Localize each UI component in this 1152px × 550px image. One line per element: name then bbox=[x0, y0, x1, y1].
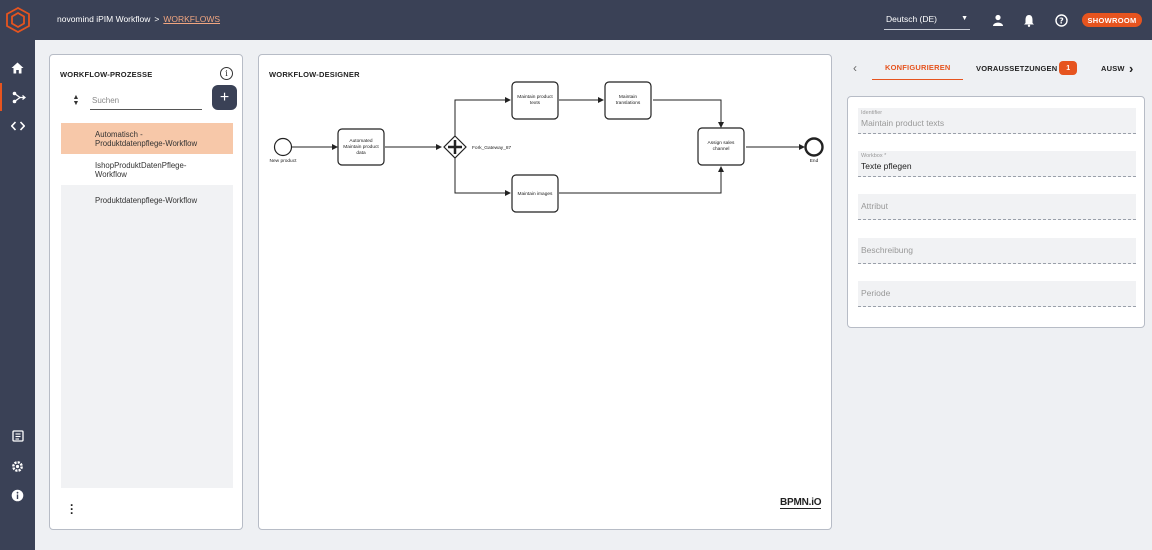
settings-icon[interactable] bbox=[0, 452, 35, 480]
breadcrumb-separator: > bbox=[154, 14, 160, 24]
bell-icon[interactable] bbox=[1021, 12, 1037, 28]
sort-icon[interactable]: ▲▼ bbox=[72, 94, 80, 107]
config-tabs: ‹ KONFIGURIEREN VORAUSSETZUNGEN 1 AUSW › bbox=[848, 56, 1144, 80]
tabs-prev-icon[interactable]: ‹ bbox=[853, 61, 858, 75]
language-select[interactable]: Deutsch (DE) ▼ bbox=[884, 8, 970, 30]
field-placeholder: Beschreibung bbox=[861, 245, 913, 255]
task-label: Maintain product bbox=[343, 144, 379, 150]
showroom-badge[interactable]: SHOWROOM bbox=[1082, 13, 1142, 27]
help-icon[interactable]: ? bbox=[1053, 12, 1069, 28]
app-name: novomind iPIM Workflow bbox=[57, 14, 151, 24]
tab-label: VORAUSSETZUNGEN bbox=[976, 63, 1058, 73]
task-label: data bbox=[356, 150, 366, 156]
more-options-icon[interactable]: ··· bbox=[70, 498, 74, 520]
search-input[interactable]: Suchen bbox=[90, 92, 202, 110]
sequence-flow[interactable] bbox=[653, 99, 724, 128]
field-placeholder: Attribut bbox=[861, 201, 888, 211]
top-bar: novomind iPIM Workflow > WORKFLOWS Deuts… bbox=[0, 0, 1152, 40]
tab-voraussetzungen[interactable]: VORAUSSETZUNGEN 1 bbox=[976, 56, 1078, 80]
tab-label: AUSW bbox=[1101, 63, 1125, 73]
sequence-flow[interactable] bbox=[454, 97, 511, 136]
workflows-link[interactable]: WORKFLOWS bbox=[163, 14, 221, 24]
bpmn-canvas[interactable]: New product Automated Maintain product d… bbox=[259, 55, 833, 531]
list-item-label: IshopProduktDatenPflege- Workflow bbox=[95, 160, 187, 179]
end-event[interactable] bbox=[804, 137, 824, 157]
task-maintain-images[interactable] bbox=[511, 174, 559, 213]
workflow-list: Automatisch - Produktdatenpflege-Workflo… bbox=[61, 123, 233, 488]
list-item-label: Automatisch - Produktdatenpflege-Workflo… bbox=[95, 129, 198, 148]
field-placeholder: Periode bbox=[861, 288, 891, 298]
panel-title: WORKFLOW-DESIGNER bbox=[269, 70, 360, 79]
list-item[interactable]: IshopProduktDatenPflege- Workflow bbox=[61, 154, 233, 185]
bpmn-io-logo[interactable]: BPMN.iO bbox=[780, 497, 822, 509]
sequence-flow[interactable] bbox=[454, 158, 511, 196]
user-icon[interactable] bbox=[990, 12, 1006, 28]
tabs-next-icon[interactable]: › bbox=[1129, 60, 1134, 76]
caret-down-icon: ▼ bbox=[961, 15, 968, 22]
book-icon[interactable] bbox=[0, 422, 35, 450]
task-label: texts bbox=[530, 100, 541, 106]
task-label: Maintain product bbox=[517, 94, 553, 100]
svg-text:?: ? bbox=[1059, 16, 1064, 25]
task-label: Automated bbox=[349, 138, 373, 144]
info-icon[interactable] bbox=[0, 481, 35, 509]
periode-field[interactable]: Periode bbox=[858, 281, 1136, 307]
count-badge: 1 bbox=[1059, 61, 1078, 75]
task-assign-sales-channel[interactable] bbox=[697, 127, 745, 166]
start-event[interactable] bbox=[273, 137, 293, 157]
list-item[interactable]: Automatisch - Produktdatenpflege-Workflo… bbox=[61, 123, 233, 154]
beschreibung-field[interactable]: Beschreibung bbox=[858, 238, 1136, 264]
start-event-label: New product bbox=[270, 158, 298, 164]
sequence-flow[interactable] bbox=[559, 166, 724, 194]
workbox-field[interactable]: Workbox * Texte pflegen bbox=[858, 151, 1136, 177]
breadcrumb: novomind iPIM Workflow > WORKFLOWS bbox=[57, 14, 220, 24]
field-value: Maintain product texts bbox=[861, 118, 945, 128]
task-automated-maintain[interactable] bbox=[337, 128, 385, 166]
task-label: Assign sales bbox=[708, 140, 736, 146]
tab-konfigurieren[interactable]: KONFIGURIEREN bbox=[872, 56, 963, 80]
tab-ausw[interactable]: AUSW bbox=[1101, 56, 1125, 80]
field-value: Texte pflegen bbox=[861, 161, 912, 171]
workflow-processes-panel: WORKFLOW-PROZESSE i ▲▼ Suchen + Automati… bbox=[49, 54, 243, 530]
field-label: Workbox * bbox=[861, 153, 887, 159]
gateway-label: Fork_Gateway_87 bbox=[472, 145, 512, 151]
app-logo[interactable] bbox=[0, 0, 35, 40]
side-nav bbox=[0, 40, 35, 550]
list-item-label: Produktdatenpflege-Workflow bbox=[95, 196, 198, 205]
field-label: Identifier bbox=[861, 110, 883, 116]
list-item[interactable]: Produktdatenpflege-Workflow bbox=[61, 185, 233, 216]
fork-gateway[interactable] bbox=[443, 135, 467, 159]
end-event-label: End bbox=[810, 158, 819, 164]
task-maintain-translations[interactable] bbox=[604, 81, 652, 120]
code-icon[interactable] bbox=[0, 112, 35, 140]
panel-title: WORKFLOW-PROZESSE bbox=[60, 70, 153, 79]
home-icon[interactable] bbox=[0, 54, 35, 82]
workflow-icon[interactable] bbox=[0, 83, 35, 111]
workflow-designer-panel: WORKFLOW-DESIGNER bbox=[258, 54, 832, 530]
configuration-panel: Identifier Maintain product texts Workbo… bbox=[847, 96, 1145, 328]
language-value: Deutsch (DE) bbox=[886, 13, 938, 24]
task-label: Maintain bbox=[619, 94, 637, 100]
task-label: translations bbox=[616, 100, 641, 106]
attribut-field[interactable]: Attribut bbox=[858, 194, 1136, 220]
info-icon[interactable]: i bbox=[220, 67, 233, 80]
tab-label: KONFIGURIEREN bbox=[885, 63, 951, 72]
task-label: channel bbox=[713, 146, 730, 152]
identifier-field[interactable]: Identifier Maintain product texts bbox=[858, 108, 1136, 134]
add-workflow-button[interactable]: + bbox=[212, 85, 237, 110]
task-maintain-texts[interactable] bbox=[511, 81, 559, 120]
task-label: Maintain images bbox=[518, 191, 554, 197]
